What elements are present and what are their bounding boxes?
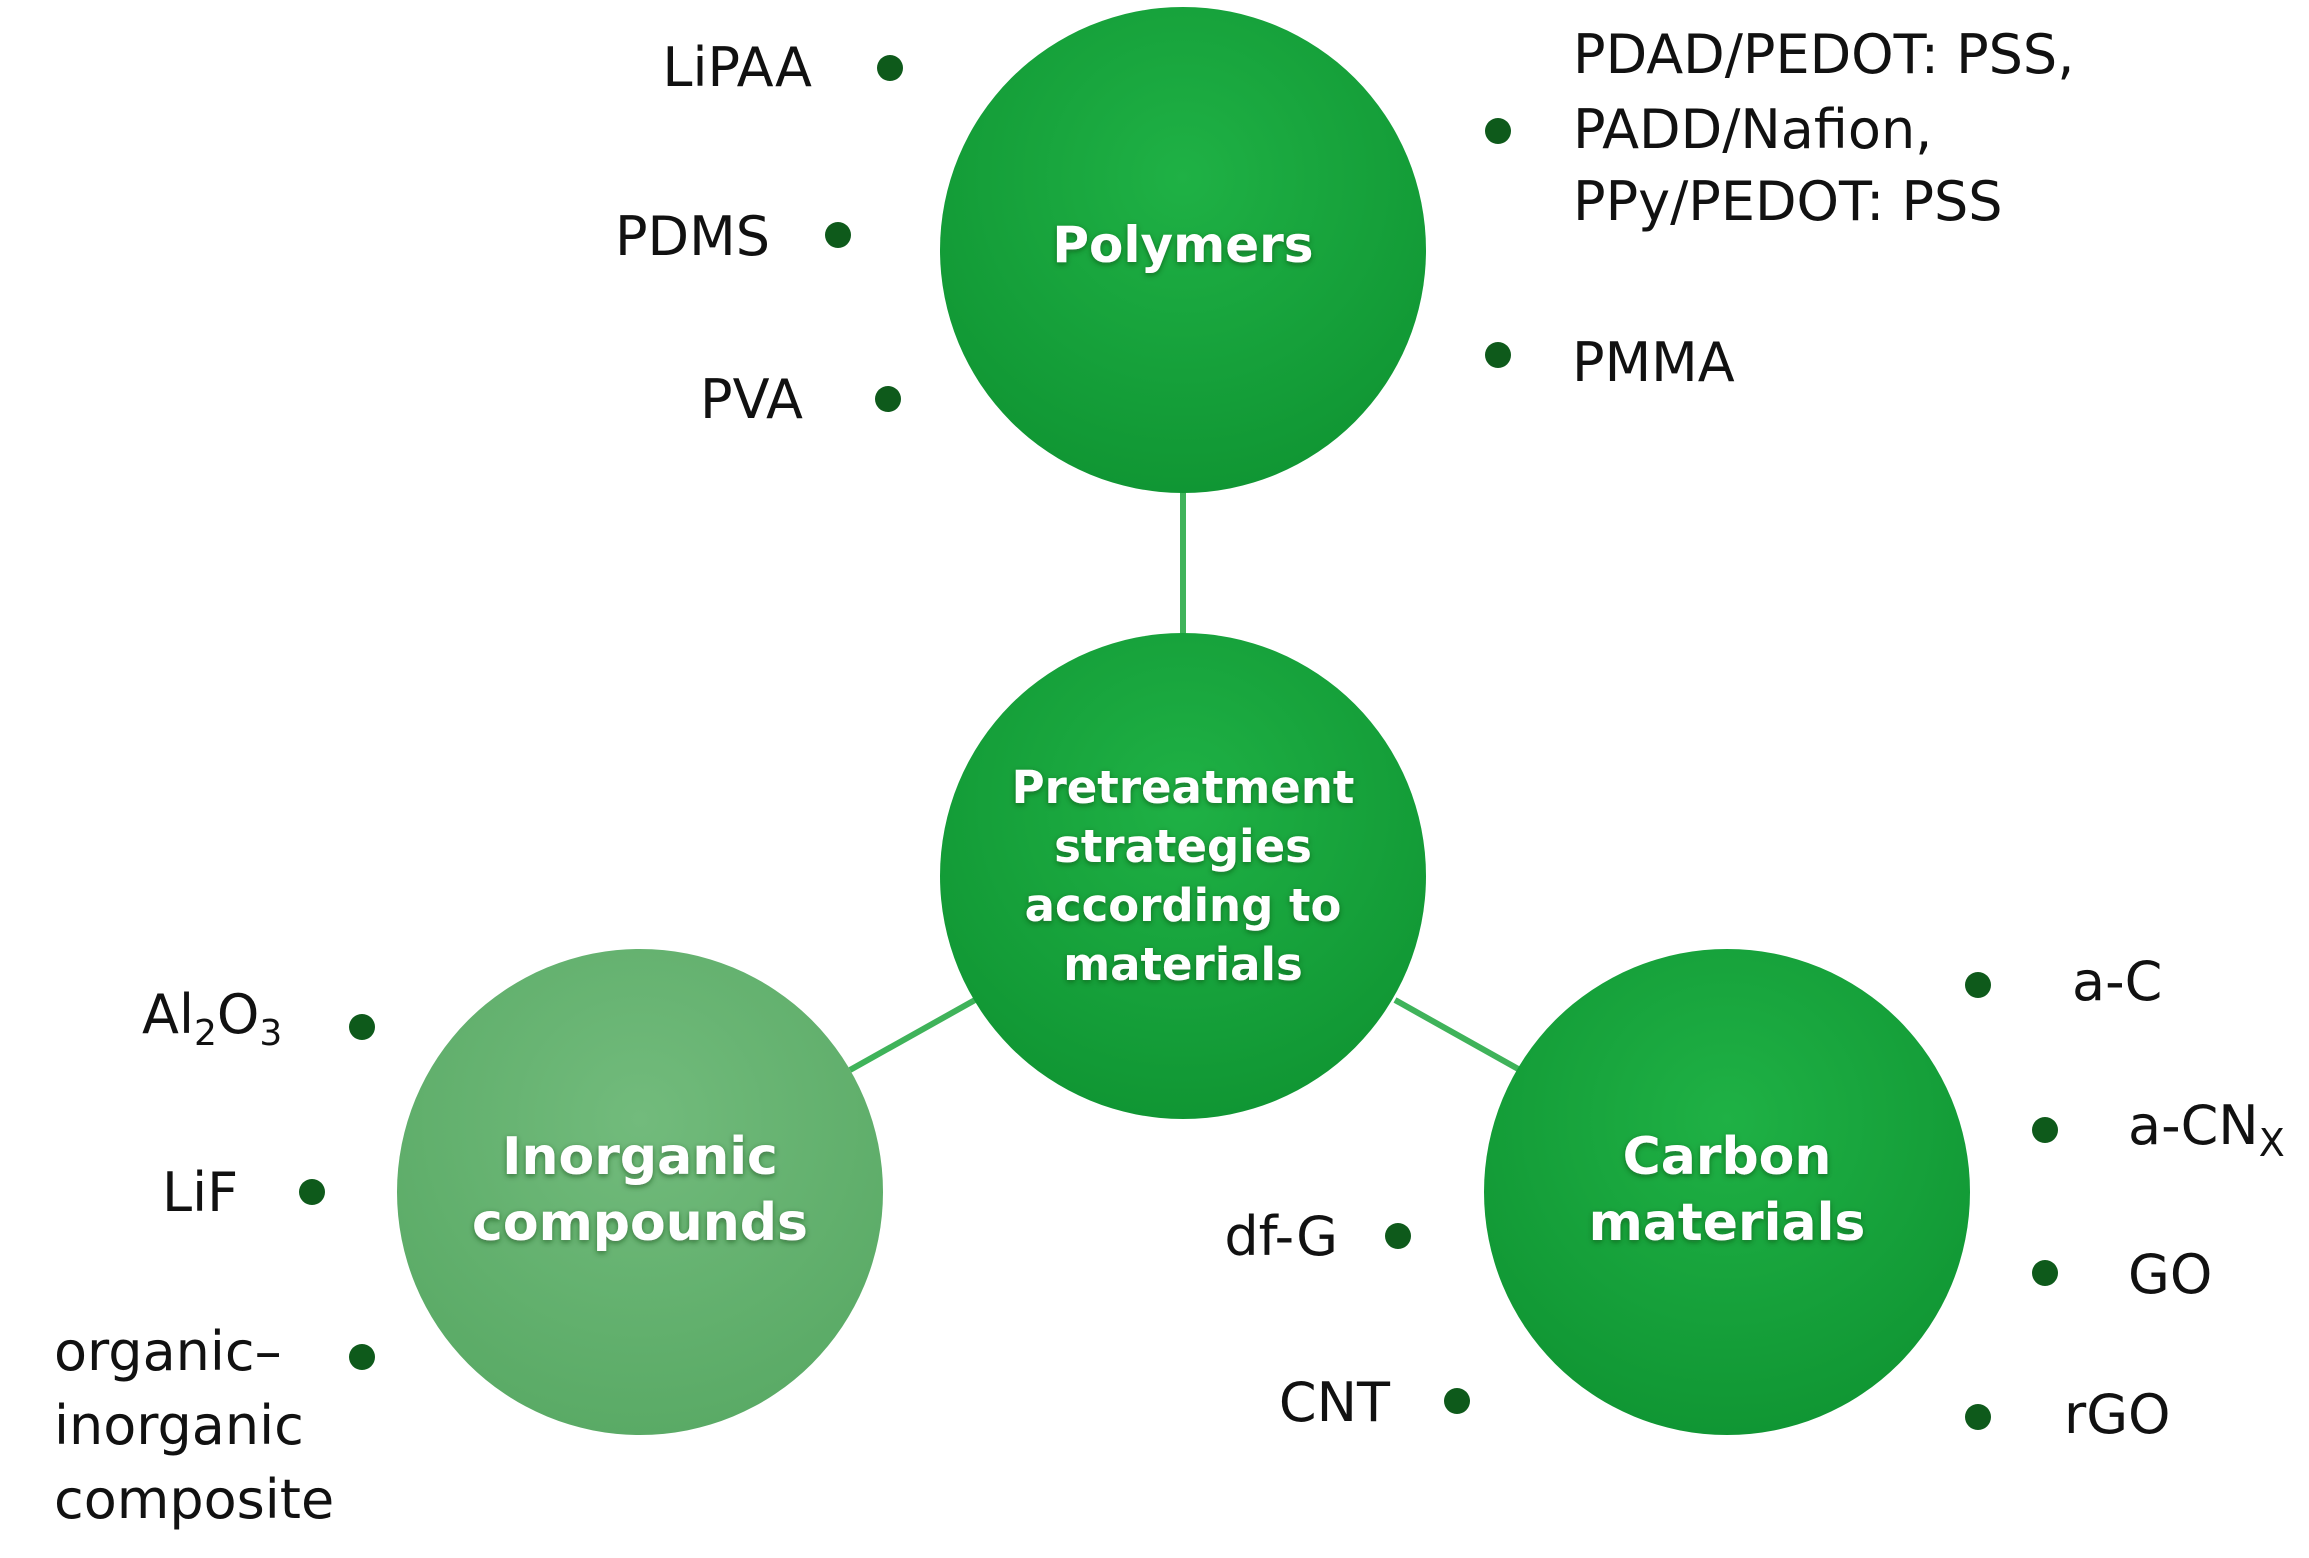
bullet-al2o3 xyxy=(349,1014,375,1040)
polymers-items: LiPAA PDMS PVA PDAD/PEDOT: PSS, PADD/Naf… xyxy=(615,23,2074,431)
center-title-line-2: strategies xyxy=(1054,820,1312,873)
item-acnx: a-CNX xyxy=(2128,1094,2285,1165)
center-circle xyxy=(940,633,1426,1119)
bullet-lipaa xyxy=(877,55,903,81)
item-pdad-line-1: PDAD/PEDOT: PSS, xyxy=(1573,23,2074,86)
item-dfg: df-G xyxy=(1224,1205,1338,1268)
item-composite-line-1: organic– xyxy=(54,1320,282,1383)
item-ac: a-C xyxy=(2072,950,2162,1013)
item-pva: PVA xyxy=(700,368,803,431)
item-rgo: rGO xyxy=(2064,1383,2171,1446)
bullet-pva xyxy=(875,386,901,412)
bullet-ac xyxy=(1965,972,1991,998)
item-lif: LiF xyxy=(162,1161,238,1224)
inorganic-items: Al2O3 LiF organic– inorganic composite xyxy=(54,983,375,1531)
carbon-title-line-1: Carbon xyxy=(1623,1127,1832,1187)
connector-inorganic xyxy=(848,997,977,1073)
item-composite-line-2: inorganic xyxy=(54,1394,304,1457)
inorganic-circle xyxy=(397,949,883,1435)
item-acnx-sub: X xyxy=(2259,1121,2285,1165)
item-composite-line-3: composite xyxy=(54,1468,334,1531)
item-cnt: CNT xyxy=(1279,1371,1391,1434)
item-pdad-line-3: PPy/PEDOT: PSS xyxy=(1573,170,2003,233)
item-al2o3-sub-2: 2 xyxy=(194,1013,217,1054)
polymers-title: Polymers xyxy=(1052,216,1313,274)
bullet-cnt xyxy=(1444,1388,1470,1414)
item-pmma: PMMA xyxy=(1572,331,1735,394)
item-al2o3-sub-3: 3 xyxy=(259,1013,282,1054)
carbon-items: a-C a-CNX GO rGO df-G CNT xyxy=(1224,950,2284,1446)
item-al2o3: Al2O3 xyxy=(142,983,282,1054)
center-title-line-4: materials xyxy=(1063,938,1302,991)
item-al2o3-al: Al xyxy=(142,983,194,1046)
item-pdad-line-2: PADD/Nafion, xyxy=(1573,98,1932,161)
connector-carbon xyxy=(1393,997,1522,1073)
item-lipaa: LiPAA xyxy=(662,36,812,99)
center-title-line-3: according to xyxy=(1025,879,1342,932)
carbon-title: Carbon materials xyxy=(1589,1127,1866,1253)
center-title-line-1: Pretreatment xyxy=(1012,761,1355,814)
item-al2o3-o: O xyxy=(217,983,260,1046)
inorganic-title: Inorganic compounds xyxy=(472,1127,808,1253)
item-go: GO xyxy=(2128,1243,2212,1306)
bullet-composite xyxy=(349,1344,375,1370)
bullet-dfg xyxy=(1385,1223,1411,1249)
bullet-go xyxy=(2032,1260,2058,1286)
item-pdms: PDMS xyxy=(615,205,770,268)
carbon-title-line-2: materials xyxy=(1589,1193,1866,1253)
polymers-circle xyxy=(940,7,1426,493)
inorganic-title-line-1: Inorganic xyxy=(502,1127,778,1187)
bullet-pdms xyxy=(825,222,851,248)
inorganic-title-line-2: compounds xyxy=(472,1193,808,1253)
center-title: Pretreatment strategies according to mat… xyxy=(1012,761,1355,991)
carbon-circle xyxy=(1484,949,1970,1435)
item-acnx-main: a-CN xyxy=(2128,1094,2259,1157)
bullet-lif xyxy=(299,1179,325,1205)
bullet-acnx xyxy=(2032,1117,2058,1143)
bullet-pmma xyxy=(1485,342,1511,368)
bullet-pdad xyxy=(1485,118,1511,144)
bullet-rgo xyxy=(1965,1404,1991,1430)
